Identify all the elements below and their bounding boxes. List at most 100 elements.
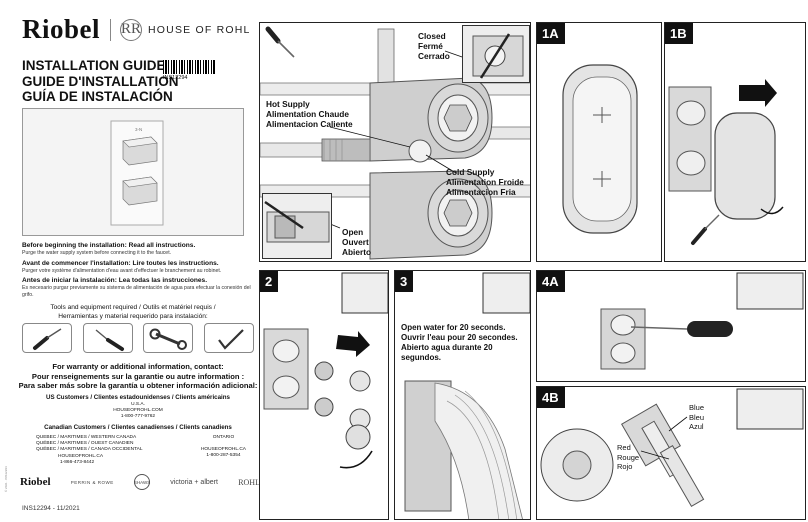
- step-4b-panel: 4B Blue Bleu Azul Red Rouge Rojo: [536, 386, 806, 520]
- arrow-right-icon: [739, 79, 777, 107]
- step3-text-es: Abierto agua durante 20 segundos.: [401, 343, 493, 362]
- screwdriver-flat-icon: [22, 323, 72, 353]
- red-label-en: Red: [617, 443, 631, 452]
- brand-divider: [110, 18, 112, 41]
- hot-label-fr: Alimentation Chaude: [266, 109, 349, 119]
- open-label-en: Open: [342, 227, 364, 237]
- pre-fr-sub: Purger votre système d'alimentation d'ea…: [22, 267, 222, 274]
- closed-detail-inset: [462, 25, 530, 83]
- step-1a-panel: 1A: [536, 22, 662, 262]
- document-number: INS12294 - 11/2021: [22, 505, 80, 512]
- closed-callout: Closed Fermé Cerrado: [418, 31, 450, 61]
- main-valve-diagram: Closed Fermé Cerrado Hot Supply Alimenta…: [259, 22, 531, 262]
- closed-label-en: Closed: [418, 31, 446, 41]
- barcode: INS12294: [163, 60, 215, 81]
- canada-phone: 1-866-473-8442: [60, 459, 95, 465]
- step-3-panel: 3 Open water for 20 seconds. Ouvrir l'ea…: [394, 270, 531, 520]
- title-fr: GUIDE D'INSTALLATION: [22, 73, 179, 89]
- wrench-icon: [143, 323, 194, 353]
- house-of-rohl-logo: HOUSE OF ROHL: [148, 23, 251, 36]
- red-label-fr: Rouge: [617, 452, 640, 462]
- guide-titles: INSTALLATION GUIDE GUIDE D'INSTALLATION …: [22, 58, 178, 105]
- step-2-panel: 2: [259, 270, 389, 520]
- us-country: U.S.A.: [131, 402, 145, 407]
- flush-water-illustration: [404, 272, 530, 519]
- pre-en-sub: Purge the water supply system before con…: [22, 250, 172, 256]
- open-detail-inset: [262, 193, 332, 259]
- cold-label-es: Alimentacion Fria: [446, 187, 516, 197]
- step-number: 2: [260, 271, 279, 292]
- canada-site[interactable]: HOUSEOFROHL.CA: [58, 453, 104, 459]
- shower-trim-illustration: 3-N: [110, 120, 164, 226]
- canada-phone: 1-800-287-5354: [206, 453, 241, 459]
- canada-col-ontario: ONTARIO HOUSEOFROHL.CA 1-800-287-5354: [201, 435, 246, 466]
- canada-line: ONTARIO: [212, 435, 235, 440]
- cold-label-en: Cold Supply: [446, 167, 495, 177]
- shaws-logo: SHAWS: [134, 474, 150, 490]
- hot-label-en: Hot Supply: [266, 99, 310, 109]
- blue-label-es: Azul: [689, 422, 704, 431]
- canada-heading: Canadian Customers / Clientes canadiense…: [44, 423, 232, 431]
- canada-contacts: QUEBEC / MARITIMES / WESTERN CANADA QUÉB…: [36, 435, 246, 466]
- tools-row: [22, 323, 254, 353]
- left-column: Riobel RR HOUSE OF ROHL INSTALLATION GUI…: [0, 0, 262, 522]
- tools-title-line1: Tools and equipment required / Outils et…: [50, 304, 216, 311]
- victoria-albert-logo: victoria + albert: [170, 478, 218, 486]
- hot-supply-callout: Hot Supply Alimentation Chaude Alimentac…: [266, 99, 353, 129]
- color-cartridges-illustration: [540, 388, 804, 508]
- step-number: 3: [395, 271, 414, 292]
- hot-label-es: Alimentacion Caliente: [266, 119, 353, 129]
- tools-title: Tools and equipment required / Outils et…: [22, 304, 244, 321]
- us-phone: 1-800-777-9762: [120, 414, 156, 420]
- closed-label-fr: Fermé: [418, 41, 443, 51]
- open-callout: Open Ouvert Abierto: [342, 227, 371, 257]
- rohl-logo: ROHL: [238, 477, 260, 487]
- install-cartridge-illustration: [600, 272, 804, 370]
- pre-fr-heading: Avant de commencer l'installation: Lire …: [22, 259, 219, 267]
- screwdriver-phillips-icon: [82, 323, 133, 353]
- title-en: INSTALLATION GUIDE: [22, 58, 166, 73]
- hex-key-icon: [203, 323, 254, 353]
- riobel-logo: Riobel: [22, 14, 101, 44]
- step3-text-en: Open water for 20 seconds.: [401, 323, 506, 332]
- closed-label-es: Cerrado: [418, 51, 450, 61]
- us-site[interactable]: HOUSEOFROHL.COM: [113, 408, 163, 414]
- riobel-footer-logo: Riobel: [20, 476, 51, 488]
- step3-instructions: Open water for 20 seconds. Ouvrir l'eau …: [401, 323, 530, 363]
- arrow-right-icon: [336, 331, 370, 357]
- brand-logos: Riobel PERRIN & ROWE SHAWS victoria + al…: [20, 474, 260, 490]
- canada-site[interactable]: HOUSEOFROHL.CA: [200, 447, 246, 453]
- pre-es-heading: Antes de iniciar la instalación: Lea tod…: [22, 277, 208, 284]
- remove-guard-illustration: [668, 79, 784, 245]
- step-number: 4B: [537, 387, 565, 408]
- us-contact: US Customers / Clientes estadounidenses …: [18, 394, 258, 432]
- blue-callout: Blue Bleu Azul: [689, 403, 704, 432]
- pre-install-notes: Before beginning the installation: Read …: [22, 242, 252, 301]
- warranty-en: For warranty or additional information, …: [52, 362, 224, 371]
- canada-line: QUEBEC / MARITIMES / WESTERN CANADA: [36, 435, 137, 440]
- blue-label-fr: Bleu: [689, 412, 705, 422]
- step-number: 1B: [665, 23, 693, 44]
- canada-col-quebec: QUEBEC / MARITIMES / WESTERN CANADA QUÉB…: [36, 435, 143, 466]
- house-of-rohl-mark-icon: RR: [120, 18, 143, 41]
- cold-label-fr: Alimentation Froide: [446, 177, 524, 187]
- perrin-rowe-logo: PERRIN & ROWE: [70, 479, 114, 485]
- pre-en-heading: Before beginning the installation: Read …: [22, 242, 196, 249]
- red-label-es: Rojo: [617, 462, 633, 471]
- warranty-block: For warranty or additional information, …: [18, 362, 258, 391]
- step3-text-fr: Ouvrir l'eau pour 20 secondes.: [401, 333, 518, 342]
- step-1b-panel: 1B: [664, 22, 806, 262]
- product-image: 3-N: [22, 108, 244, 236]
- legal-tiny-text: © 2021 · INS12294: [4, 466, 8, 492]
- tools-title-line2: Herramientas y material requerido para i…: [58, 312, 208, 320]
- warranty-fr: Pour renseignements sur la garantie ou a…: [31, 371, 245, 381]
- canada-line: QUÉBEC / MARITIMES / OUEST CANADIEN: [36, 441, 134, 447]
- plaster-guard-illustration: [562, 64, 638, 234]
- us-heading: US Customers / Clientes estadounidenses …: [46, 394, 230, 401]
- blue-label-en: Blue: [689, 403, 705, 412]
- remove-cartridges-illustration: [263, 272, 388, 469]
- open-label-es: Abierto: [342, 247, 372, 257]
- step-4a-panel: 4A: [536, 270, 806, 382]
- brand-header: Riobel RR HOUSE OF ROHL: [22, 14, 251, 45]
- pre-es-sub: Es necesario purgar previamente su siste…: [22, 285, 251, 298]
